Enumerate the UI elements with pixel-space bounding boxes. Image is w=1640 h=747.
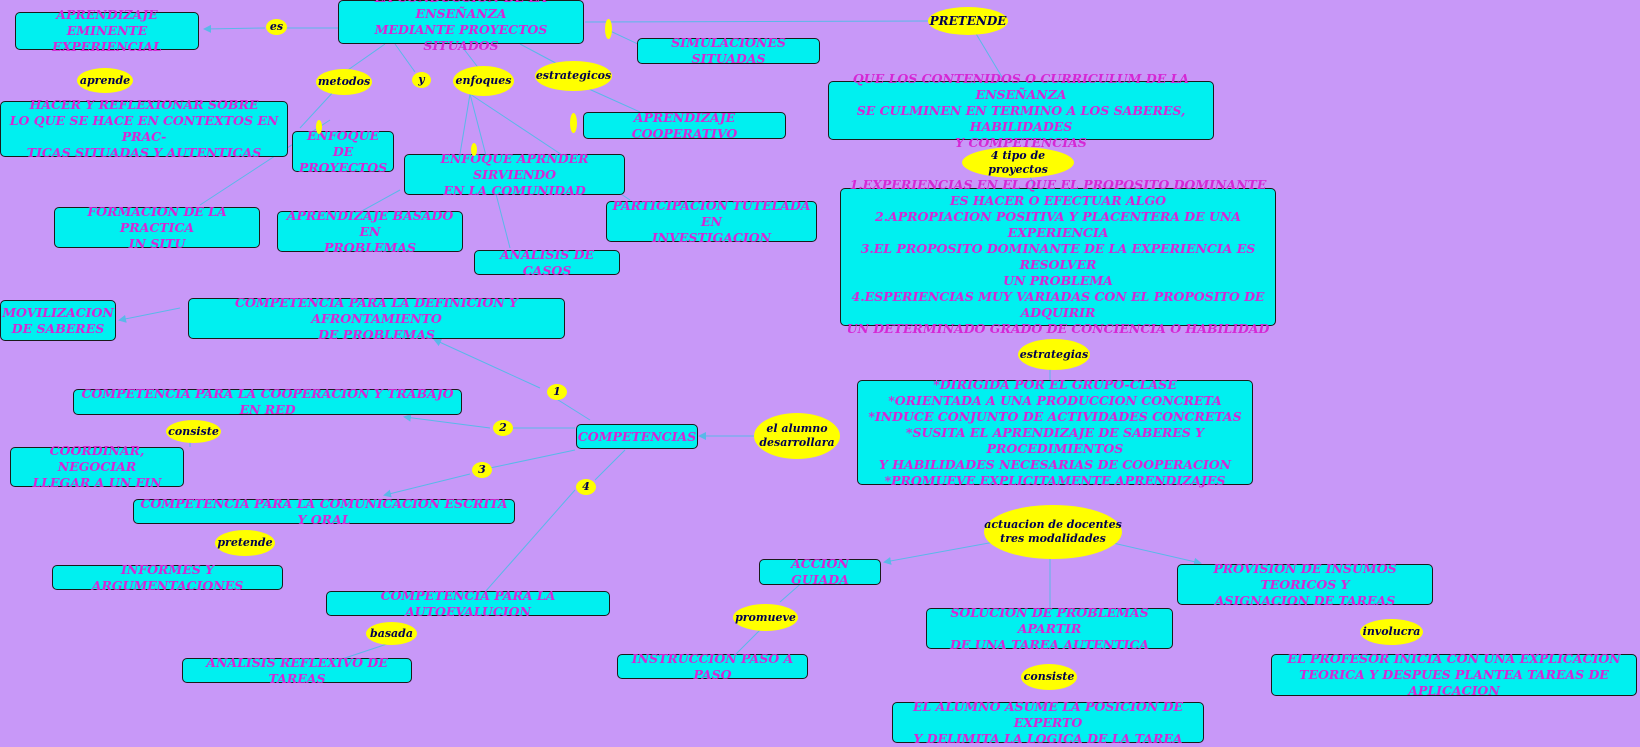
- node-competencia-comunicacion[interactable]: COMPETENCIA PARA LA COMUNICACION ESCRITA…: [133, 496, 515, 527]
- link-4-tipo-proyectos[interactable]: 4 tipo de proyectos: [962, 147, 1074, 178]
- node-aprendizaje-eminente[interactable]: APRENDIZAJE EMINENTE EXPERIENCIAL: [15, 7, 199, 54]
- link-aprende[interactable]: aprende: [77, 68, 133, 93]
- node-hacer-reflexionar[interactable]: HACER Y REFLEXIONAR SOBRE LO QUE SE HACE…: [0, 97, 288, 160]
- link-consiste-bottom[interactable]: consiste: [1021, 664, 1077, 690]
- link-3[interactable]: 3: [472, 462, 492, 478]
- link-estrategicos[interactable]: estrategicos: [535, 61, 612, 91]
- node-analisis-casos[interactable]: ANALISIS DE CASOS: [474, 247, 620, 278]
- node-que-los-contenidos[interactable]: QUE LOS CONTENIDOS O CURRICULUM DE LA EN…: [828, 71, 1214, 150]
- node-solucion-problemas[interactable]: SOLUCION DE PROBLEMAS APARTIR DE UNA TAR…: [926, 605, 1173, 652]
- link-consiste-left[interactable]: consiste: [166, 420, 221, 443]
- link-el-alumno-desarrollara[interactable]: el alumno desarrollara: [754, 413, 840, 459]
- link-basada[interactable]: basada: [366, 622, 417, 645]
- yellow-mark: [316, 120, 322, 134]
- link-es[interactable]: es: [266, 19, 287, 35]
- link-pretende-top[interactable]: PRETENDE: [928, 7, 1008, 35]
- node-simulaciones-situadas[interactable]: SIMULACIONES SITUADAS: [637, 35, 820, 66]
- node-informes-argumentaciones[interactable]: INFORMES Y ARGUMENTACIONES: [52, 562, 283, 593]
- node-dirigida-list[interactable]: *DIRIGIDA POR EL GRUPO-CLASE *ORIENTADA …: [857, 377, 1253, 488]
- node-aprendizaje-basado[interactable]: APRENDIZAJE BASADO EN PROBLEMAS: [277, 208, 463, 255]
- node-analisis-reflexivo[interactable]: ANALISIS REFLEXIVO DE TAREAS: [182, 655, 412, 686]
- node-coordinar-negociar[interactable]: COORDINAR, NEGOCIAR LLEGAR A UN FIN: [10, 443, 184, 490]
- node-enfoque-proyectos[interactable]: ENFOQUE DE PROYECTOS: [292, 128, 394, 175]
- node-formacion-practica[interactable]: FORMACION DE LA PRACTICA IN SITU: [54, 204, 260, 251]
- link-metodos[interactable]: metodos: [316, 69, 372, 95]
- node-competencia-cooperacion[interactable]: COMPETENCIA PARA LA COOPERACION Y TRABAJ…: [73, 386, 462, 417]
- node-instruccion-paso[interactable]: INSTRUCCION PASO A PASO: [617, 651, 808, 682]
- node-enfoque-aprnder[interactable]: ENFOQUE APRNDER SIRVIENDO EN LA COMUNIDA…: [404, 151, 625, 198]
- yellow-mark: [570, 113, 577, 133]
- link-2[interactable]: 2: [493, 420, 513, 436]
- link-actuacion-docentes[interactable]: actuacion de docentes tres modalidades: [984, 505, 1122, 559]
- node-competencias[interactable]: COMPETENCIAS: [576, 424, 698, 449]
- link-estrategias[interactable]: estrategias: [1018, 339, 1090, 370]
- node-aprendizaje-cooperativo[interactable]: APRENDIZAJE COOPERATIVO: [583, 110, 786, 141]
- node-el-alumno-asume[interactable]: EL ALUMNO ASUME LA POSICION DE EXPERTO Y…: [892, 699, 1204, 746]
- node-participacion-tutelada[interactable]: PARTICIPACION TUTELADA EN INVESTIGACION: [606, 198, 817, 245]
- node-main-topic[interactable]: LA CONDUCCION DE LA ENSEÑANZA MEDIANTE P…: [338, 0, 584, 53]
- node-movilizacion-saberes[interactable]: MOVILIZACION DE SABERES: [0, 300, 116, 341]
- link-4[interactable]: 4: [576, 479, 596, 495]
- yellow-mark: [471, 143, 477, 156]
- link-1[interactable]: 1: [547, 384, 567, 400]
- link-promueve[interactable]: promueve: [733, 604, 798, 631]
- link-y[interactable]: y: [412, 72, 431, 88]
- node-competencia-definicion[interactable]: COMPETENCIA PARA LA DEFINICION Y AFRONTA…: [188, 295, 565, 342]
- node-competencia-autoevaluacion[interactable]: COMPETENCIA PARA LA AUTOEVALUCION: [326, 588, 610, 619]
- yellow-mark: [605, 19, 612, 39]
- link-involucra[interactable]: involucra: [1360, 619, 1423, 645]
- node-experiencias-list[interactable]: 1.EXPERIENCIAS EN EL QUE EL PROPOSITO DO…: [840, 177, 1276, 336]
- link-pretende-left[interactable]: pretende: [215, 530, 275, 556]
- node-accion-guiada[interactable]: ACCION GUIADA: [759, 556, 881, 587]
- node-el-profesor-inicia[interactable]: EL PROFESOR INICIA CON UNA EXPLICACION T…: [1271, 651, 1637, 698]
- link-enfoques[interactable]: enfoques: [453, 66, 514, 96]
- node-provision-insumos[interactable]: PROVISION DE INSUMOS TEORICOS Y ASIGNACI…: [1177, 561, 1433, 608]
